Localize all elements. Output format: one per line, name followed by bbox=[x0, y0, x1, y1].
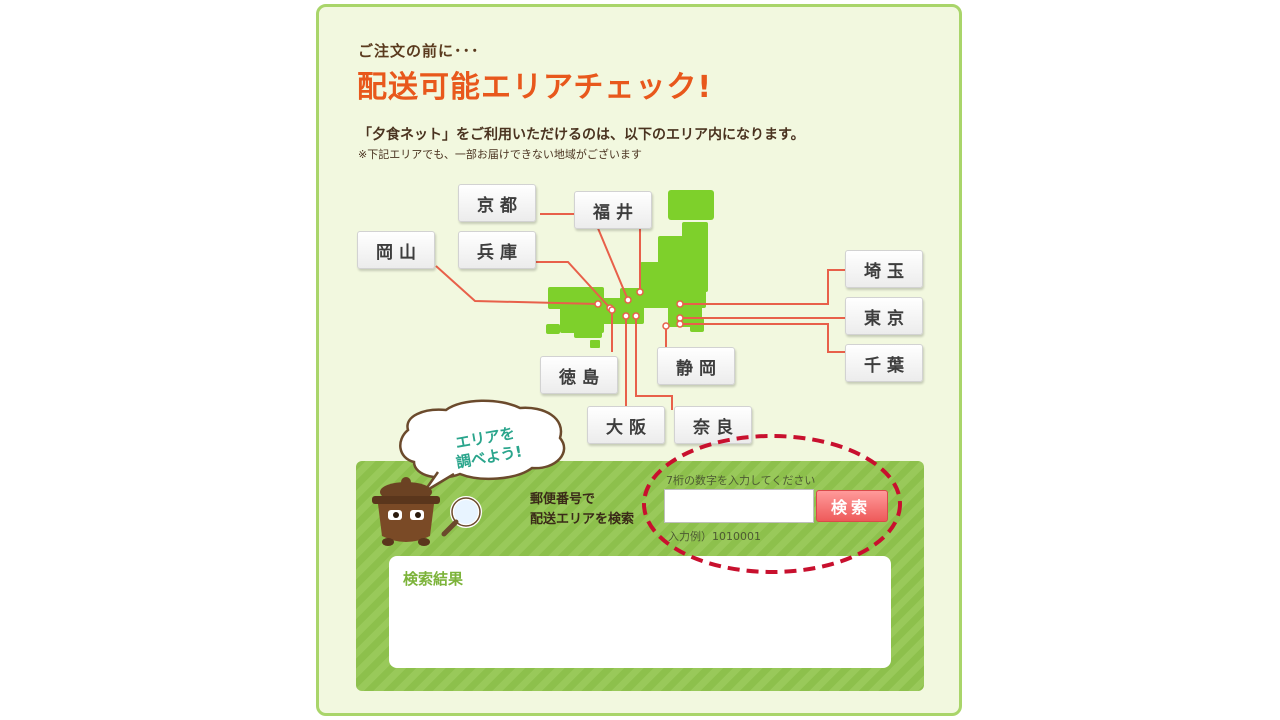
pref-label-chiba: 千葉 bbox=[845, 344, 923, 382]
intro-text: 「夕食ネット」をご利用いただけるのは、以下のエリア内になります。 bbox=[358, 127, 805, 143]
search-results-box: 検索結果 bbox=[389, 556, 891, 668]
results-title: 検索結果 bbox=[403, 570, 464, 588]
search-label: 郵便番号で 配送エリアを検索 bbox=[530, 490, 634, 530]
pref-label-tokushima: 徳島 bbox=[540, 356, 618, 394]
magnifier-icon bbox=[441, 496, 482, 537]
pref-label-saitama: 埼玉 bbox=[845, 250, 923, 288]
zip-code-input[interactable] bbox=[664, 489, 814, 523]
city-markers bbox=[594, 288, 684, 330]
pref-label-tokyo: 東京 bbox=[845, 297, 923, 335]
search-label-line2: 配送エリアを検索 bbox=[530, 512, 635, 527]
pref-label-shizuoka: 静岡 bbox=[657, 347, 735, 385]
pref-label-hyogo: 兵庫 bbox=[458, 231, 536, 269]
pref-label-kyoto: 京都 bbox=[458, 184, 536, 222]
speech-bubble: エリアを 調べよう! bbox=[399, 399, 566, 494]
search-button[interactable]: 検索 bbox=[816, 490, 888, 522]
pref-label-okayama: 岡山 bbox=[357, 231, 435, 269]
pot-mascot-icon bbox=[372, 477, 440, 546]
leader-lines bbox=[435, 213, 847, 410]
search-label-line1: 郵便番号で bbox=[530, 492, 596, 507]
pref-label-fukui: 福井 bbox=[574, 191, 652, 229]
zip-hint: 7桁の数字を入力してください bbox=[666, 474, 816, 487]
note-text: ※下記エリアでも、一部お届けできない地域がございます bbox=[358, 148, 642, 161]
page-title: 配送可能エリアチェック! bbox=[357, 70, 713, 105]
pre-title: ご注文の前に･･･ bbox=[358, 42, 480, 60]
zip-example: 入力例）1010001 bbox=[668, 530, 761, 543]
